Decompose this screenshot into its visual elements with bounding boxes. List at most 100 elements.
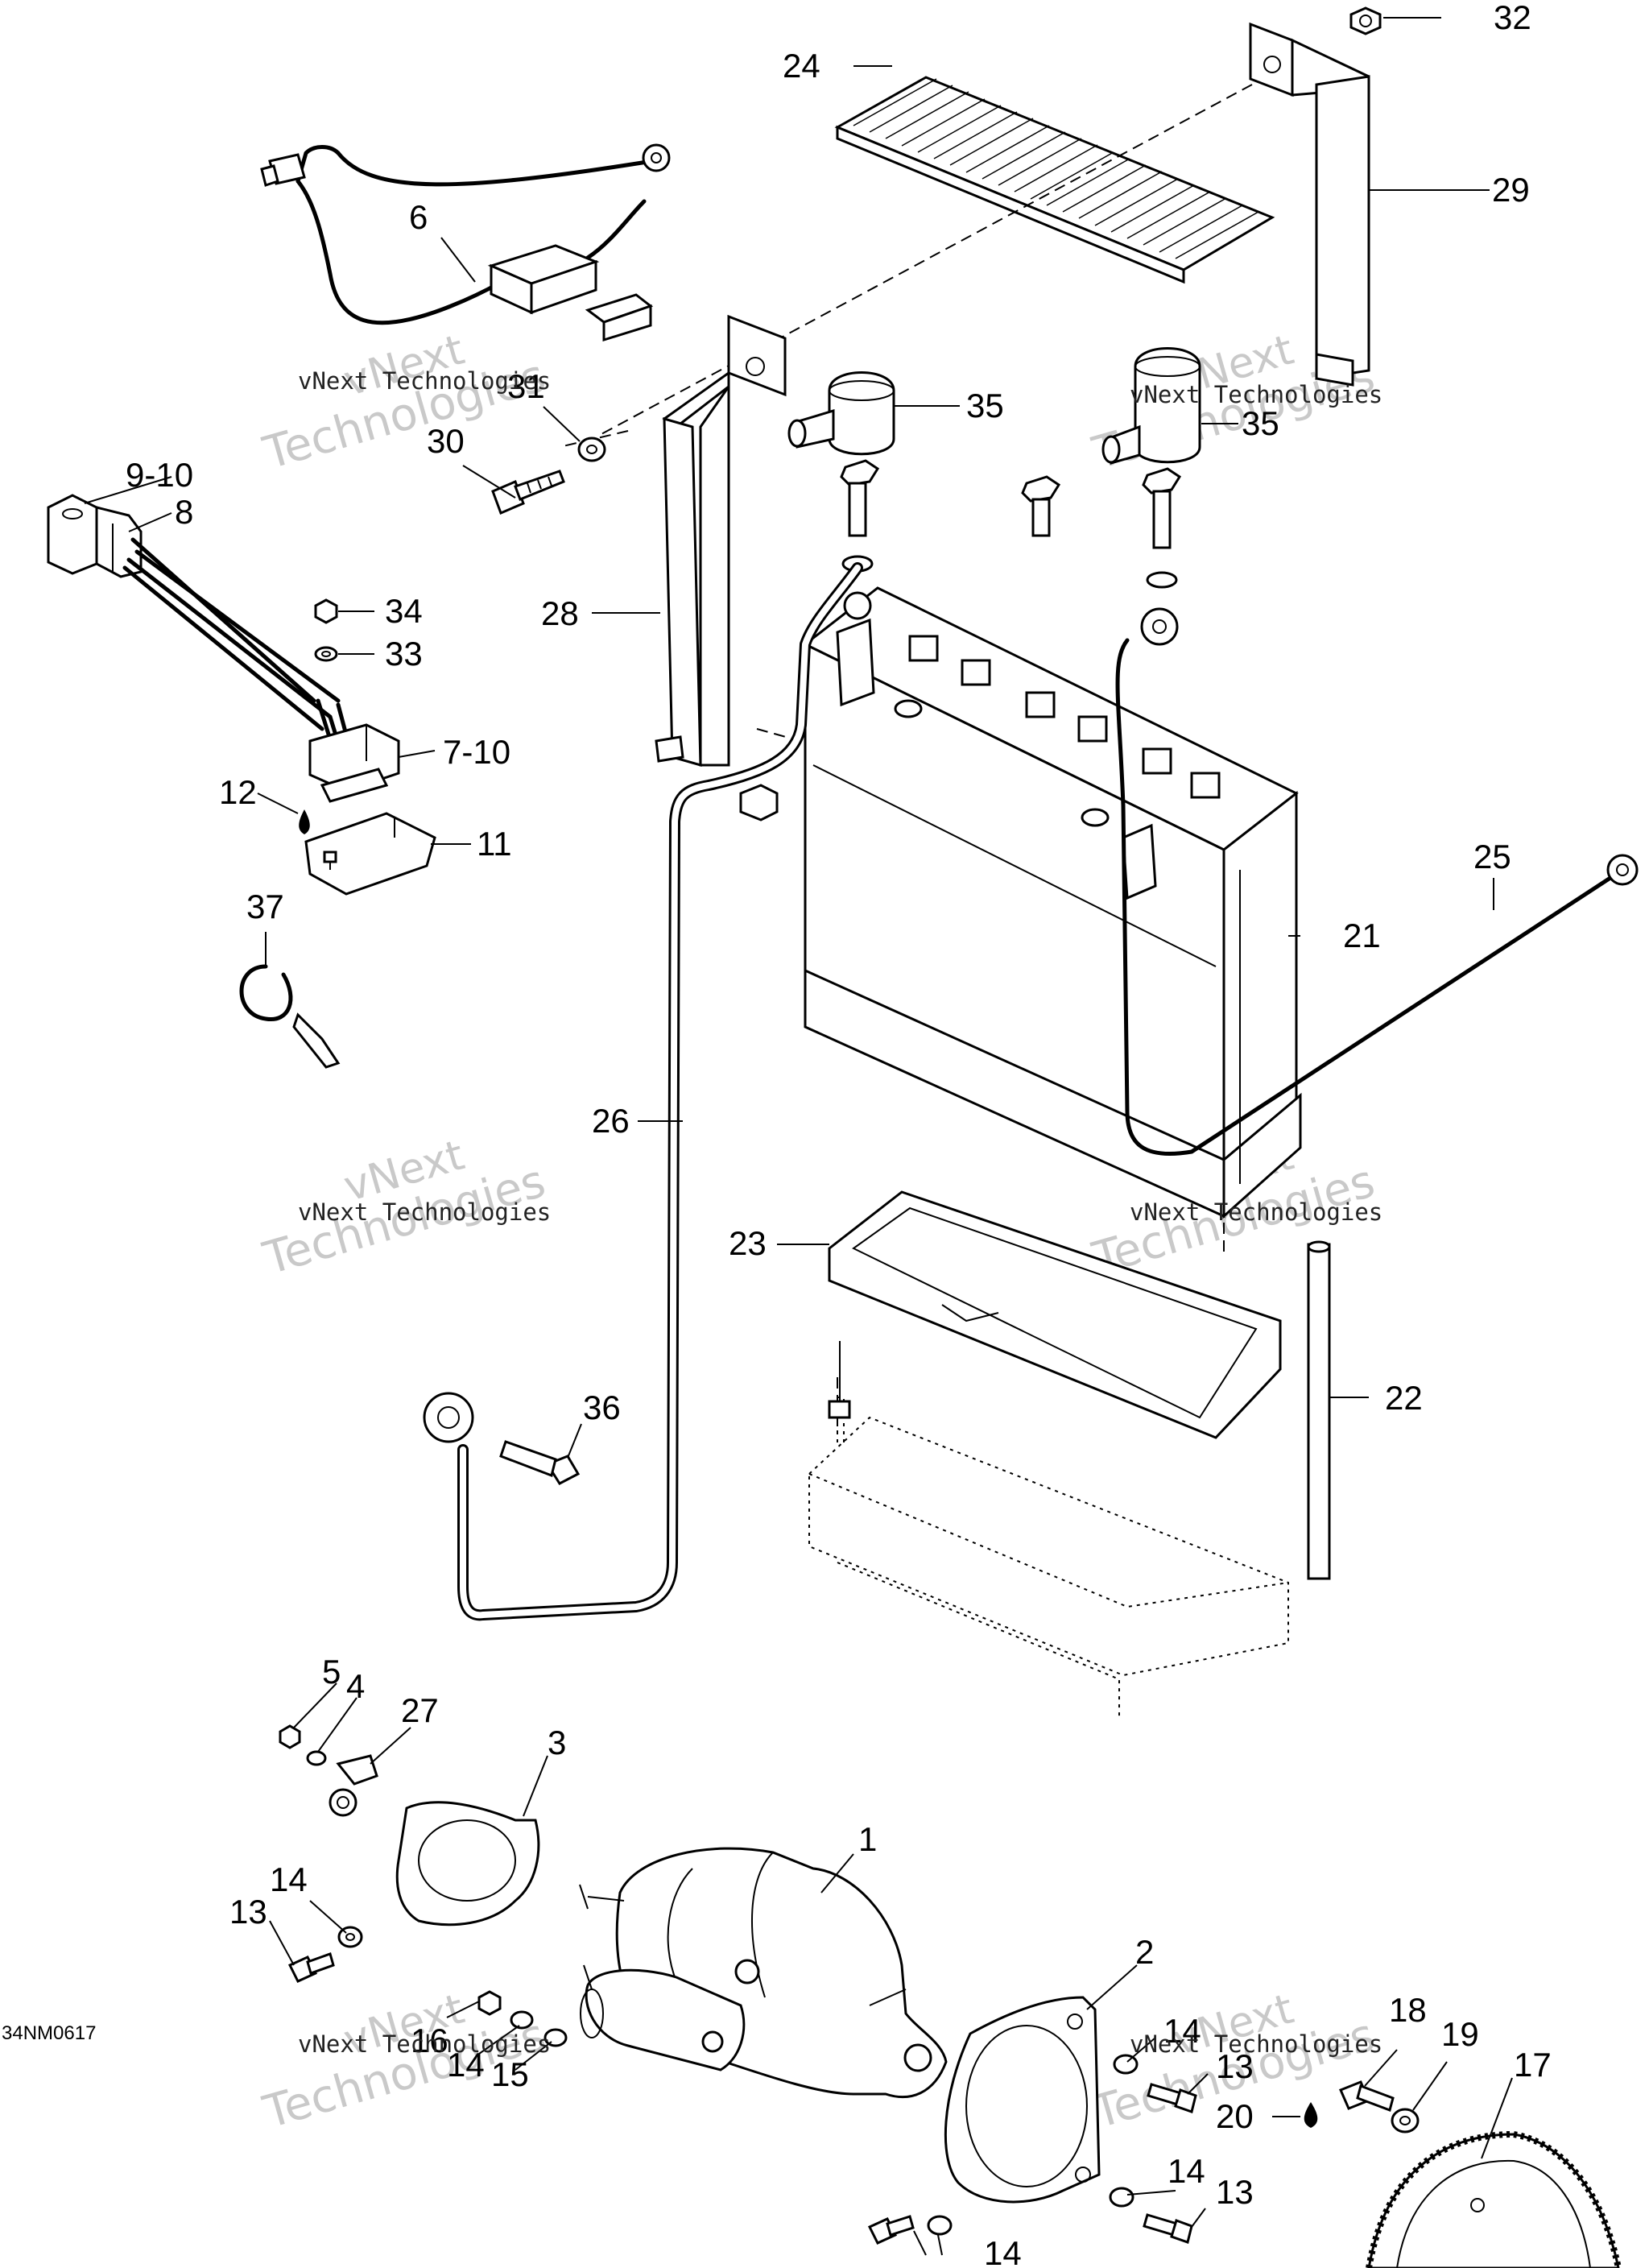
drawing-code: 34NM0617 — [2, 2022, 96, 2044]
callout-14d: 14 — [1168, 2152, 1205, 2190]
battery-21 — [803, 586, 1302, 1219]
callout-27: 27 — [401, 1691, 439, 1729]
threadlocker-drop-20 — [1304, 2102, 1318, 2128]
callout-19: 19 — [1441, 2015, 1479, 2053]
hold-down-strap-28 — [655, 314, 787, 768]
starter-motor-1 — [579, 1847, 948, 2099]
regulator-harness-8 — [47, 494, 357, 772]
callout-23: 23 — [729, 1224, 767, 1262]
washer-14-right-a — [1113, 2054, 1139, 2075]
callout-14b: 14 — [447, 2046, 485, 2084]
washer-14-bottom — [927, 2215, 953, 2236]
callout-31: 31 — [507, 367, 545, 405]
nut-5 — [279, 1724, 301, 1749]
callout-14e: 14 — [984, 2234, 1022, 2268]
washer-14-right-b — [1109, 2187, 1134, 2208]
nut — [739, 784, 779, 822]
callout-11: 11 — [477, 825, 512, 863]
washer-14-mid — [510, 2010, 534, 2030]
pad-hatching — [853, 78, 1259, 259]
battery-pad-24 — [834, 76, 1275, 284]
cable-tie-37 — [239, 964, 341, 1069]
callout-35b: 35 — [1242, 404, 1279, 442]
callout-1: 1 — [858, 1820, 877, 1858]
callout-8: 8 — [175, 493, 193, 531]
bracket-3 — [395, 1801, 540, 1927]
callout-13a: 13 — [229, 1893, 267, 1931]
vent-tube-22 — [1307, 1240, 1331, 1580]
screw-13-bottom — [867, 2215, 915, 2245]
watermark-overlay-text: vNext Technologies — [1130, 381, 1382, 408]
hold-down-strap-29 — [1249, 6, 1382, 387]
terminal-bolt — [840, 459, 880, 573]
callout-21: 21 — [1343, 917, 1381, 954]
watermark-overlay-text: vNext Technologies — [1130, 2030, 1382, 2058]
callout-29: 29 — [1492, 171, 1530, 209]
screw-30 — [491, 470, 565, 515]
callout-12: 12 — [219, 773, 257, 811]
callout-35a: 35 — [966, 387, 1004, 424]
voltage-regulator-7-10 — [308, 723, 400, 803]
callout-4: 4 — [346, 1667, 365, 1705]
watermark-overlay-text: vNext Technologies — [298, 367, 551, 395]
support-plate-2 — [944, 1996, 1101, 2204]
terminal-bolt — [1142, 467, 1182, 589]
callout-36: 36 — [583, 1389, 621, 1426]
callout-30: 30 — [427, 422, 465, 460]
bolt-36 — [499, 1440, 581, 1485]
terminal-bolt — [1021, 475, 1061, 537]
nut-16 — [477, 1990, 502, 2016]
callout-13c: 13 — [1216, 2173, 1254, 2211]
callout-2: 2 — [1135, 1933, 1154, 1971]
watermark-overlay-text: vNext Technologies — [1130, 1198, 1382, 1226]
screw-13-right-a — [1147, 2083, 1197, 2113]
callout-22: 22 — [1385, 1379, 1423, 1417]
callout-15: 15 — [491, 2055, 529, 2093]
callout-24: 24 — [783, 47, 820, 85]
ring-gear-17 — [1366, 2130, 1622, 2268]
watermark-overlay-text: vNext Technologies — [298, 1198, 551, 1226]
grease-drop-12 — [299, 809, 310, 834]
battery-tray-23 — [828, 1190, 1282, 1439]
leader-lines — [84, 17, 1513, 2256]
callout-9-10: 9-10 — [126, 456, 193, 494]
screw-13-left — [287, 1952, 335, 1983]
terminal-cap-35b — [1101, 347, 1201, 465]
harness-6 — [260, 143, 671, 342]
callouts: 24 32 29 6 35 35 31 30 9-10 8 34 33 28 7… — [126, 0, 1552, 2268]
washer-19 — [1391, 2108, 1420, 2133]
terminal-cap-35a — [787, 371, 895, 456]
base-support — [808, 1397, 1289, 1720]
callout-16: 16 — [411, 2022, 448, 2059]
callout-18: 18 — [1389, 1991, 1427, 2029]
callout-17: 17 — [1514, 2046, 1552, 2084]
plate-11 — [304, 812, 436, 896]
callout-28: 28 — [541, 594, 579, 632]
cable-26 — [423, 562, 872, 1621]
callout-37: 37 — [246, 888, 284, 925]
washer-31 — [577, 437, 606, 462]
callout-13b: 13 — [1216, 2047, 1254, 2085]
watermark-overlay: vNext Technologies vNext Technologies vN… — [298, 367, 1382, 2058]
clamp-27 — [329, 1754, 378, 1817]
callout-32: 32 — [1494, 0, 1531, 36]
callout-5: 5 — [322, 1653, 341, 1691]
callout-26: 26 — [592, 1102, 630, 1140]
callout-6: 6 — [409, 198, 428, 236]
watermark-overlay-text: vNext Technologies — [298, 2030, 551, 2058]
callout-3: 3 — [548, 1724, 566, 1761]
callout-25: 25 — [1473, 838, 1511, 875]
nut-34 — [314, 598, 338, 624]
callout-34: 34 — [385, 592, 423, 630]
alignment-line — [559, 430, 629, 448]
callout-14c: 14 — [1163, 2012, 1201, 2050]
nut-32 — [1349, 6, 1382, 35]
cable-25 — [1115, 607, 1639, 1157]
screw-13-right-b — [1143, 2213, 1193, 2244]
washer-4 — [306, 1750, 327, 1766]
callout-14a: 14 — [270, 1860, 308, 1898]
stud — [828, 1341, 851, 1419]
callout-7-10: 7-10 — [443, 733, 510, 771]
washer-33 — [314, 646, 338, 662]
